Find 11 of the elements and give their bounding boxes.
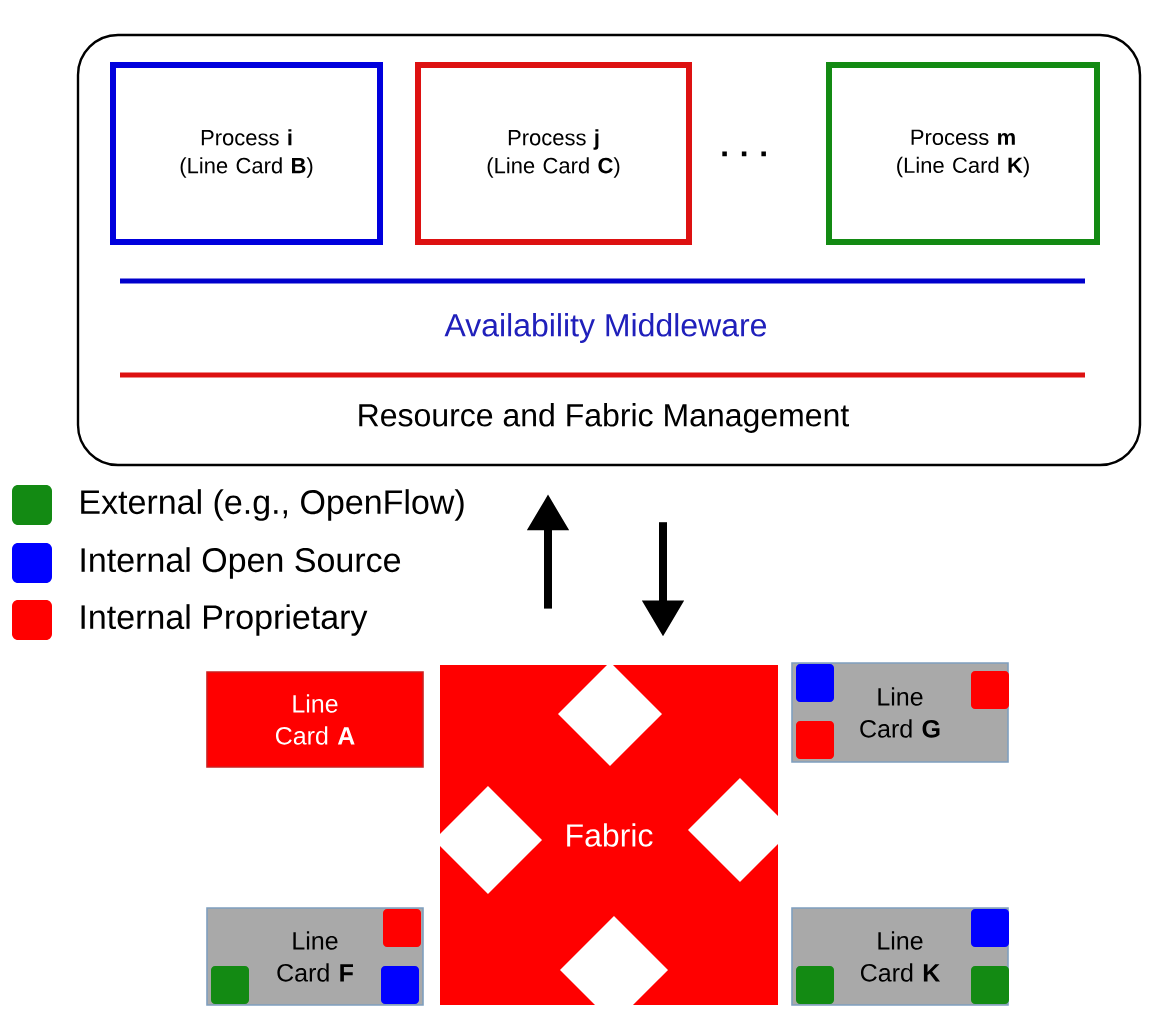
line-card-box: Line Card A	[206, 671, 424, 768]
process-box: Process j (Line Card C)	[415, 62, 692, 245]
legend-label: Internal Open Source	[81, 547, 401, 579]
layer-label: Resource and Fabric Management	[359, 403, 849, 433]
legend-label: Internal Proprietary	[81, 604, 368, 636]
fabric-drawing: Fabric	[440, 665, 778, 1005]
process-box: Process i (Line Card B)	[110, 62, 383, 245]
ellipsis-label: · · ·	[722, 151, 766, 157]
process-box: Process m (Line Card K)	[826, 62, 1100, 245]
layer-label: Availability Middleware	[444, 313, 767, 343]
legend-label: External (e.g., OpenFlow)	[81, 489, 464, 521]
